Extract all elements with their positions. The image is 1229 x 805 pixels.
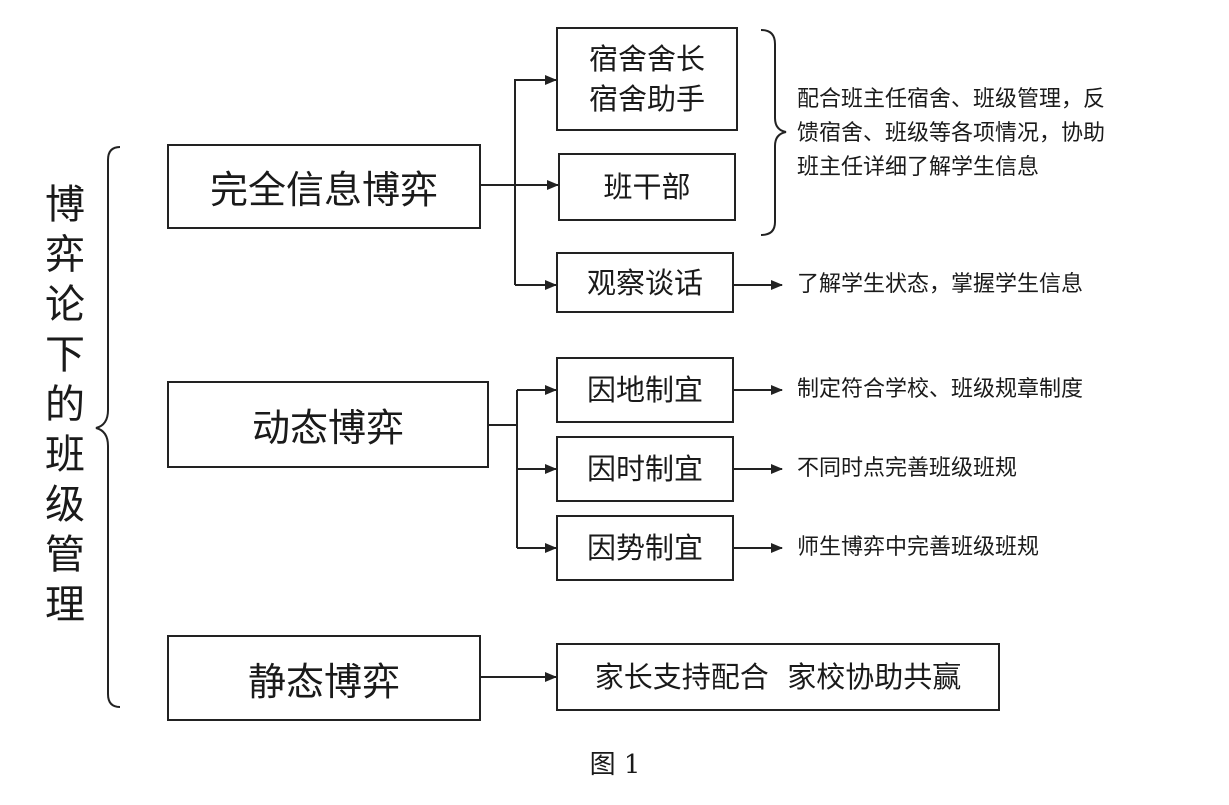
- dorm-leader-label: 宿舍舍长: [588, 42, 705, 76]
- place-box: 因地制宜: [556, 357, 734, 423]
- observe-talk-box: 观察谈话: [556, 252, 734, 313]
- full-info-game-box: 完全信息博弈: [167, 144, 481, 229]
- dorm-cadre-note-line2: 馈宿舍、班级等各项情况，协助: [797, 121, 1106, 146]
- note-brace: [760, 29, 787, 236]
- family-school-box: 家长支持配合 家校协助共赢: [556, 643, 1000, 711]
- time-box: 因时制宜: [556, 436, 734, 502]
- dorm-cadre-note: 配合班主任宿舍、班级管理，反 馈宿舍、班级等各项情况，协助 班主任详细了解学生信…: [797, 83, 1177, 185]
- dorm-leader-box: 宿舍舍长 宿舍助手: [556, 27, 738, 131]
- dorm-cadre-note-line3: 班主任详细了解学生信息: [797, 155, 1040, 180]
- title-brace: [95, 146, 121, 708]
- dorm-cadre-note-line1: 配合班主任宿舍、班级管理，反: [797, 87, 1106, 112]
- time-note: 不同时点完善班级班规: [797, 456, 1018, 481]
- situation-box: 因势制宜: [556, 515, 734, 581]
- figure-caption: 图 1: [589, 750, 641, 780]
- situation-note: 师生博弈中完善班级班规: [797, 535, 1040, 560]
- connector-dorm: [514, 75, 557, 185]
- static-game-box: 静态博弈: [167, 635, 481, 721]
- place-note: 制定符合学校、班级规章制度: [797, 377, 1084, 402]
- dynamic-game-box: 动态博弈: [167, 381, 489, 468]
- main-title: 博弈论下的班级管理: [45, 182, 85, 628]
- dorm-assistant-label: 宿舍助手: [588, 82, 705, 116]
- class-cadre-box: 班干部: [558, 153, 736, 221]
- observe-note: 了解学生状态，掌握学生信息: [797, 272, 1084, 297]
- full-info-trunk: [481, 184, 516, 285]
